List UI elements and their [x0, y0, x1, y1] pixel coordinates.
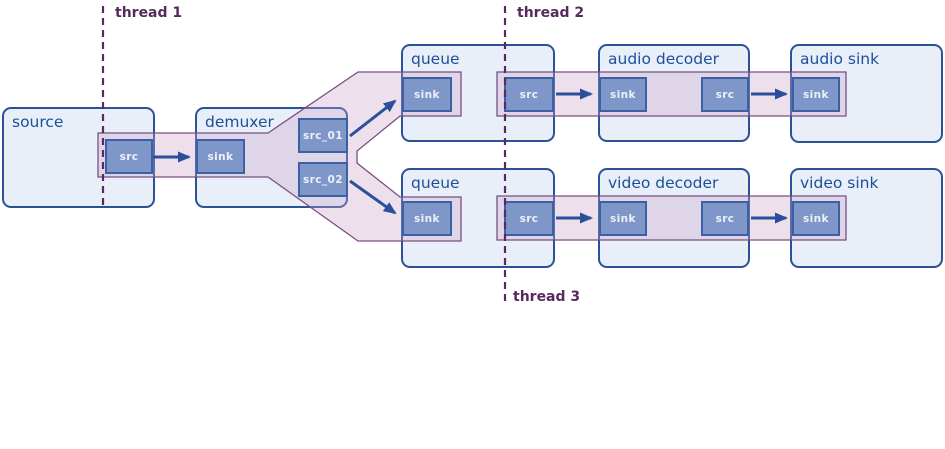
element-queue-audio-title: queue: [411, 50, 460, 68]
pad-queue-video-sink: sink: [402, 201, 452, 236]
thread-3-label: thread 3: [513, 289, 581, 305]
stream-band-video-path: [496, 195, 847, 241]
element-audio-decoder-title: audio decoder: [608, 50, 720, 68]
arrow-src01-to-audio-queue: [349, 99, 397, 138]
pad-video-decoder-src: src: [701, 201, 749, 236]
pad-demuxer-src-02: src_02: [298, 162, 348, 197]
element-video-sink: video sink: [790, 168, 943, 268]
element-video-sink-title: video sink: [800, 174, 879, 192]
pad-video-sink-sink: sink: [792, 201, 840, 236]
thread-2-label: thread 2: [517, 5, 585, 21]
pad-source-src: src: [105, 139, 153, 174]
arrow-src02-to-video-queue: [349, 179, 397, 215]
pad-audio-sink-sink: sink: [792, 77, 840, 112]
pad-audio-decoder-src: src: [701, 77, 749, 112]
element-source-title: source: [12, 113, 64, 131]
stream-band-source-demux-split: [97, 71, 462, 242]
pad-video-decoder-sink: sink: [599, 201, 647, 236]
element-queue-video-title: queue: [411, 174, 460, 192]
element-audio-sink-title: audio sink: [800, 50, 880, 68]
pad-queue-audio-sink: sink: [402, 77, 452, 112]
pad-audio-decoder-sink: sink: [599, 77, 647, 112]
pad-queue-audio-src: src: [504, 77, 554, 112]
pad-queue-video-src: src: [504, 201, 554, 236]
thread-1-label: thread 1: [115, 5, 183, 21]
pad-demuxer-sink: sink: [196, 139, 245, 174]
element-video-decoder-title: video decoder: [608, 174, 719, 192]
stream-band-audio-path: [496, 71, 847, 117]
element-demuxer-title: demuxer: [205, 113, 274, 131]
pad-demuxer-src-01: src_01: [298, 118, 348, 153]
